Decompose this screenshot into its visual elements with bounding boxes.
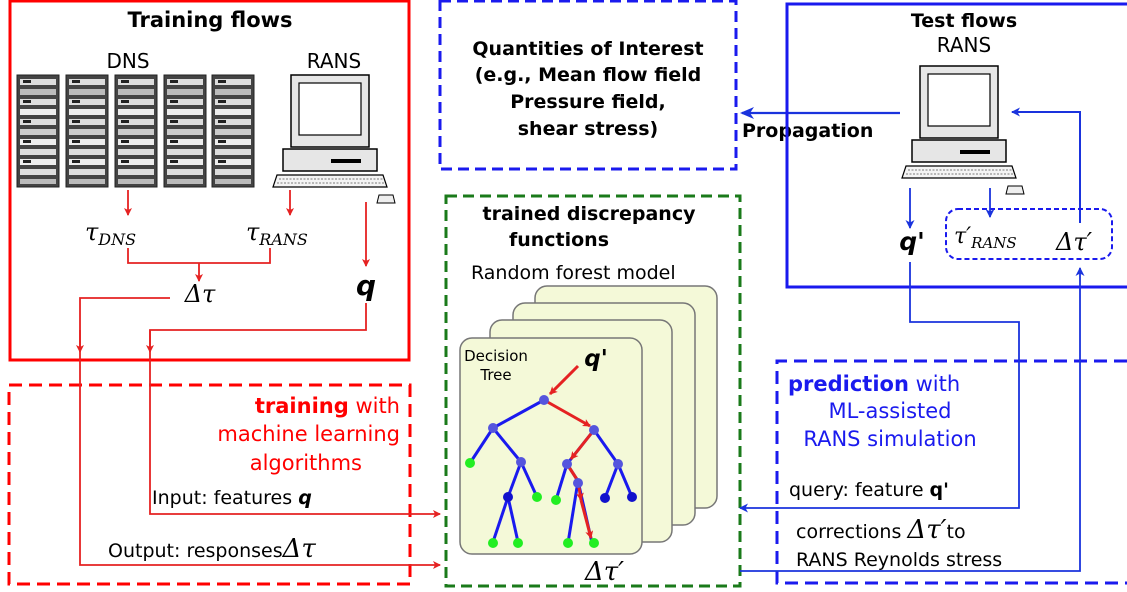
prediction-corrections-label: corrections Δτ′to xyxy=(796,515,966,545)
test-rans-label: RANS xyxy=(937,33,991,57)
rans-label: RANS xyxy=(307,49,361,73)
rans-computer-icon xyxy=(272,74,396,204)
tree-delta-tau-prime: Δτ′ xyxy=(584,557,624,587)
test-rans-computer-icon xyxy=(901,65,1025,195)
test-tau-rans-prime: τ′RANS xyxy=(954,224,1017,252)
discrepancy-box xyxy=(444,194,742,588)
training-line-3: algorithms xyxy=(250,451,362,475)
qoi-line-3: Pressure field, xyxy=(510,91,666,113)
prediction-heading: prediction with xyxy=(788,372,960,396)
qoi-box xyxy=(438,0,738,171)
prediction-box xyxy=(775,359,1127,585)
training-input-label: Input: features q xyxy=(152,487,312,509)
tau-dns-symbol: τDNS xyxy=(85,218,136,249)
prediction-line-3: RANS simulation xyxy=(803,427,976,451)
decision-tree xyxy=(465,364,637,548)
q-symbol: q xyxy=(356,269,376,302)
training-flows-title: Training flows xyxy=(127,8,292,32)
discrepancy-title-1: trained discrepancy xyxy=(483,203,697,225)
tree-q-prime: q' xyxy=(584,346,608,372)
training-flows-box xyxy=(8,0,411,362)
training-heading: training with xyxy=(255,394,400,418)
test-delta-tau-prime: Δτ′ xyxy=(1055,228,1093,256)
qoi-line-4: shear stress) xyxy=(518,118,658,140)
dns-label: DNS xyxy=(106,49,149,73)
random-forest-label: Random forest model xyxy=(471,262,676,284)
training-output-label: Output: responsesΔτ xyxy=(108,534,316,564)
qoi-line-1: Quantities of Interest xyxy=(472,38,703,60)
prediction-line-2: ML-assisted xyxy=(828,399,951,423)
test-q-prime: q' xyxy=(899,227,925,256)
decision-tree-label-1: Decision xyxy=(464,347,528,365)
test-flows-title: Test flows xyxy=(911,10,1017,32)
training-box xyxy=(7,383,412,586)
prediction-last-line: RANS Reynolds stress xyxy=(796,549,1002,571)
dns-server-icon xyxy=(16,74,255,188)
training-line-2: machine learning xyxy=(217,422,400,446)
decision-tree-label-2: Tree xyxy=(479,366,511,384)
test-flows-box xyxy=(785,2,1127,289)
qoi-line-2: (e.g., Mean flow field xyxy=(475,64,702,86)
discrepancy-title-2: functions xyxy=(509,229,609,251)
delta-tau-symbol: Δτ xyxy=(184,280,216,308)
test-tau-group xyxy=(945,208,1113,260)
propagation-label: Propagation xyxy=(742,120,873,142)
prediction-query-label: query: feature q' xyxy=(789,479,949,501)
tau-rans-symbol: τRANS xyxy=(246,218,308,249)
